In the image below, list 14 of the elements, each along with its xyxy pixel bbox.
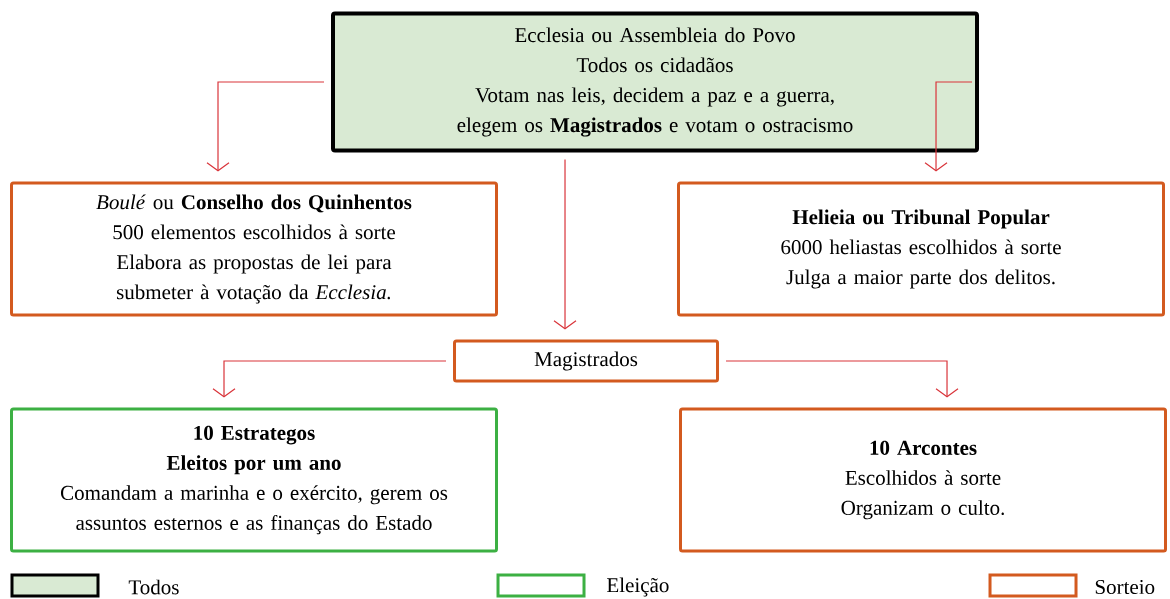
legend-label: Eleição	[607, 577, 669, 597]
arrow	[924, 81, 973, 172]
text-box: Helieia ou Tribunal Popular 6000 heliastas escolhidos à sorte Julga a maior parte dos delitos.	[677, 181, 1166, 317]
arrow	[206, 81, 325, 172]
text-box: Ecclesia ou Assembleia do Povo Todos os cidadãos Votam nas leis, decidem a paz e a guerra, elegem os Magistrados e votam o ostracismo	[331, 11, 979, 153]
arrow	[212, 360, 447, 398]
text-box: 10 Estrategos Eleitos por um ano Comandam a marinha e o exército, gerem os assuntos esternos e as finanças do Estado	[10, 407, 498, 553]
text-box: 10 Arcontes Escolhidos à sorte Organizam o culto.	[679, 407, 1167, 553]
arrow	[725, 360, 959, 398]
legend-label: Sorteio	[1095, 579, 1155, 595]
legend-label: Todos	[128, 579, 179, 595]
arrow	[553, 158, 577, 330]
text-box: Magistrados	[453, 339, 719, 383]
text-box: Boulé ou Conselho dos Quinhentos 500 elementos escolhidos à sorte Elabora as propostas de lei para submeter à votação da Ecclesia.	[10, 181, 498, 317]
